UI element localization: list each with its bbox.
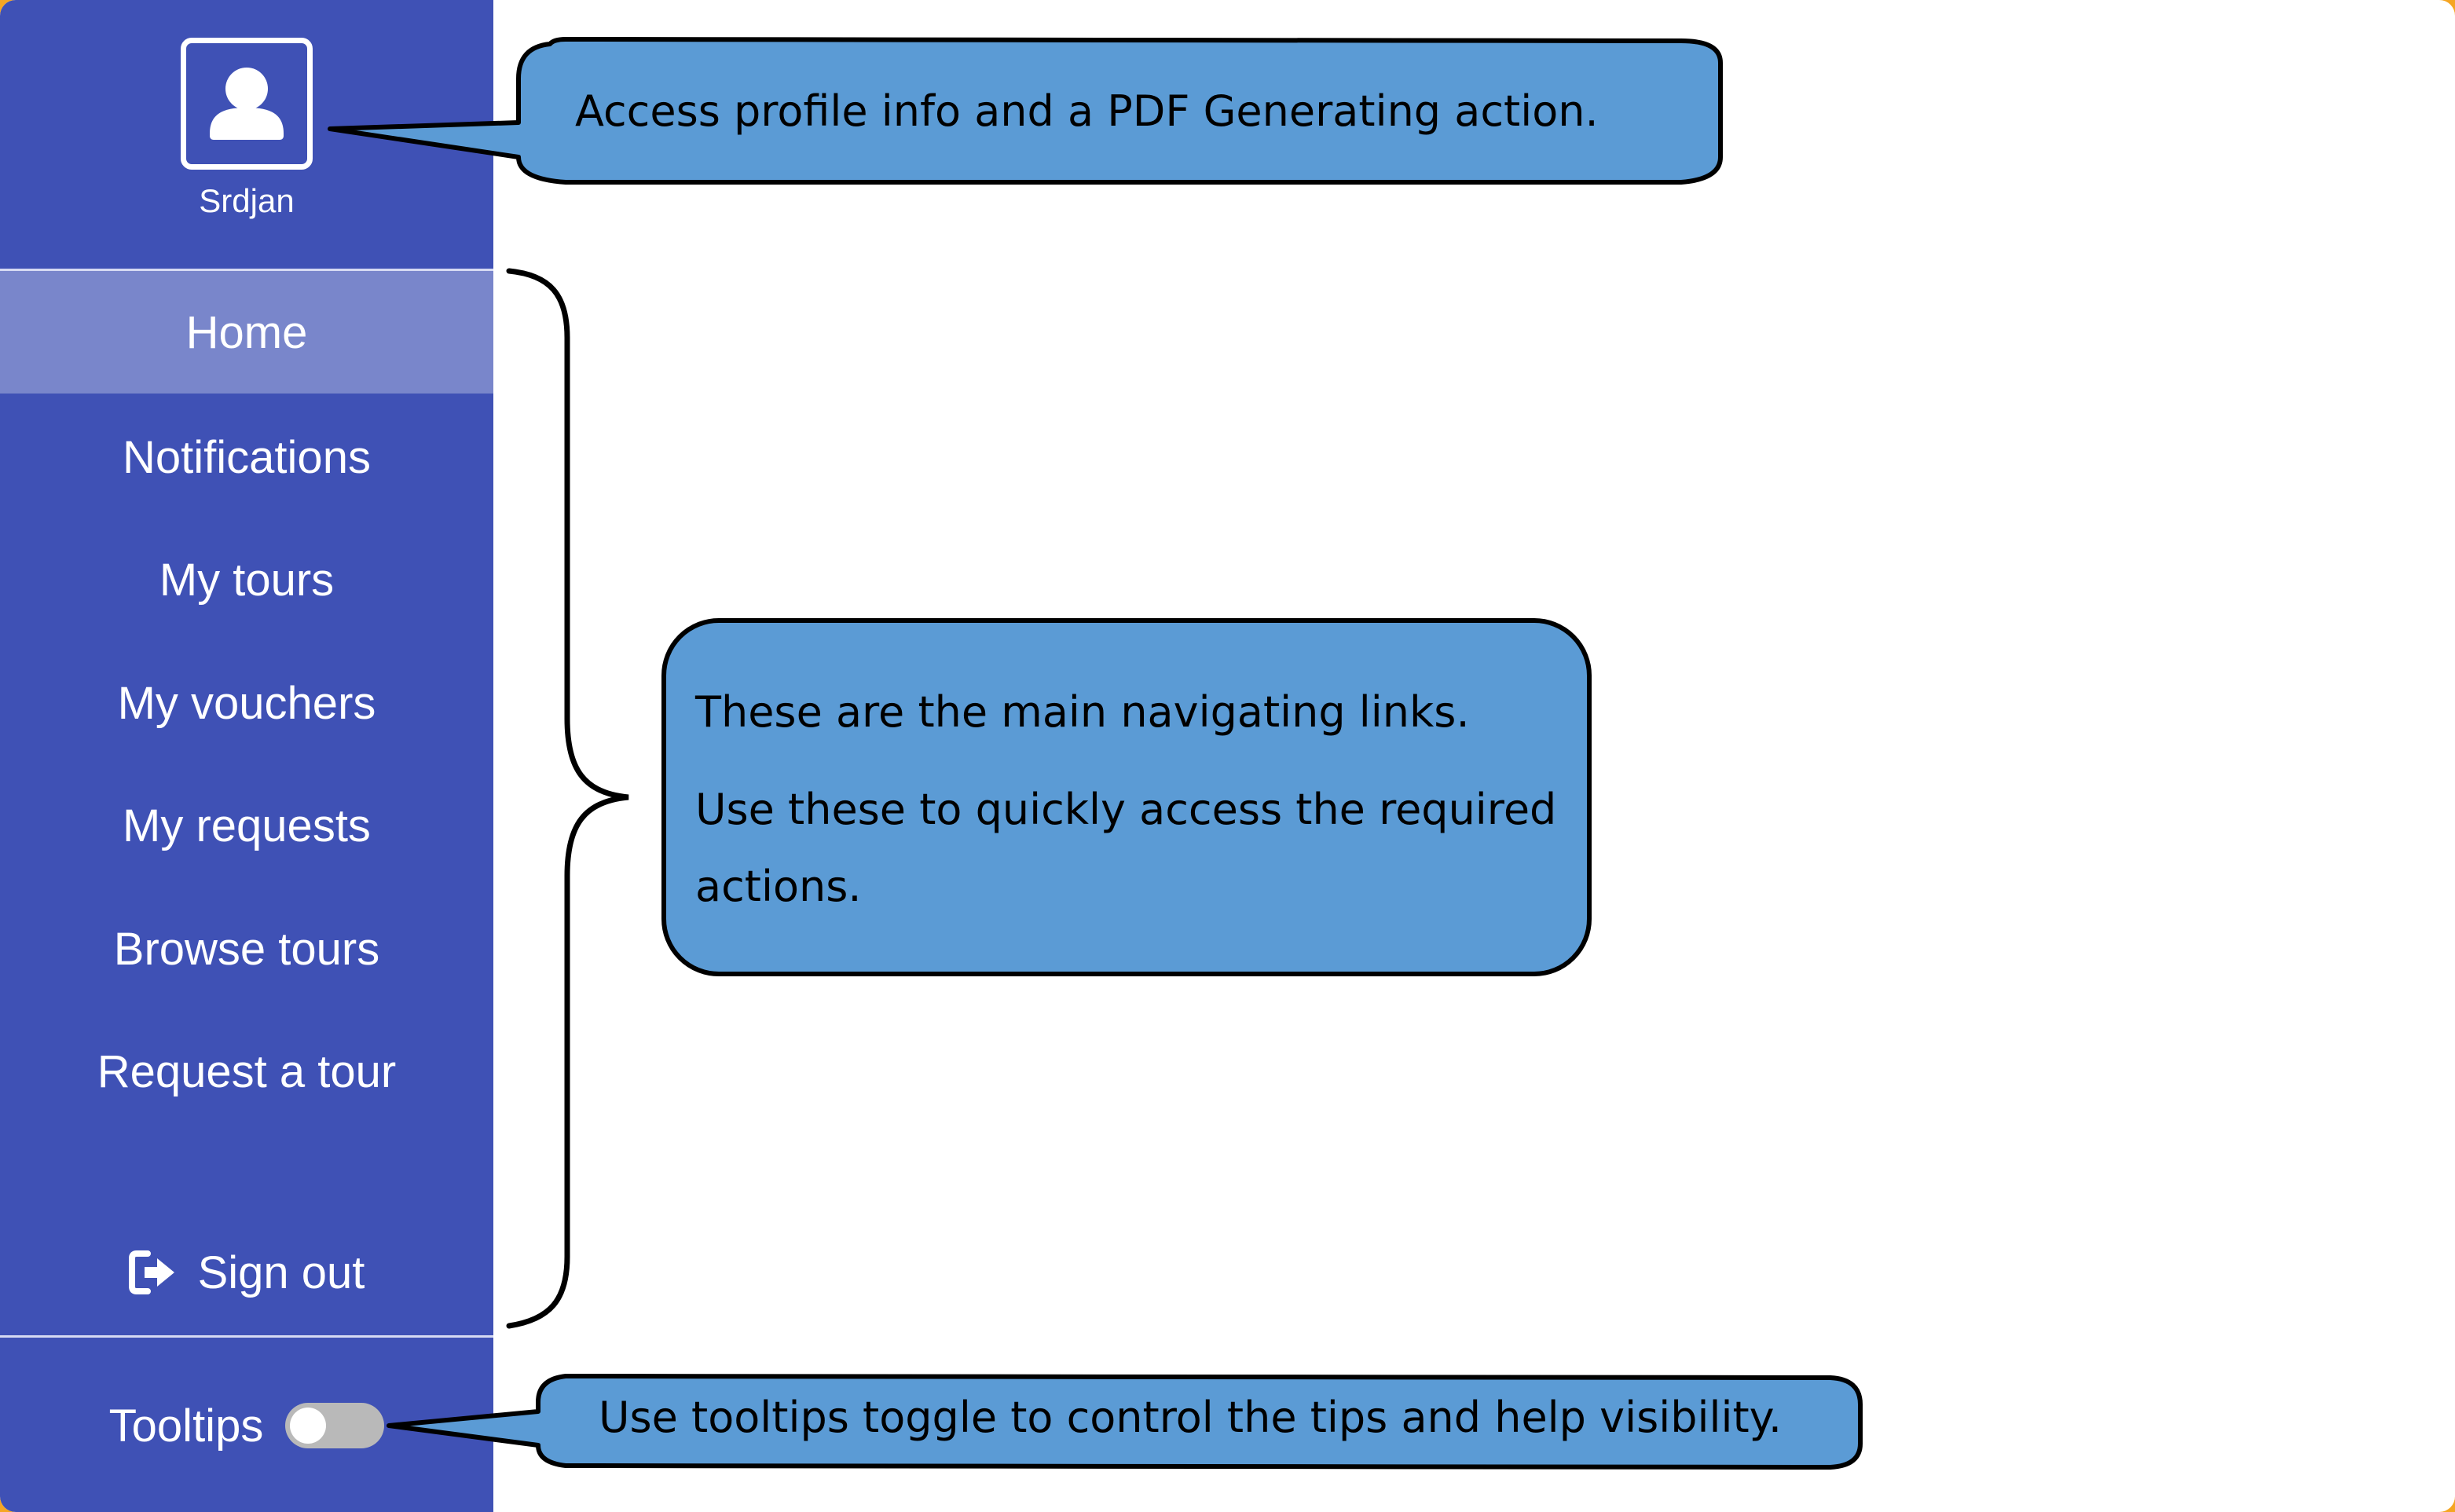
sidebar-item-my-tours[interactable]: My tours	[159, 554, 335, 606]
sidebar-item-notifications[interactable]: Notifications	[123, 431, 371, 483]
sidebar-divider-top	[0, 269, 493, 271]
profile-section[interactable]: Srdjan	[0, 0, 493, 269]
nav-callout-line1: These are the main navigating links.	[695, 687, 1470, 737]
sign-out-icon	[128, 1250, 178, 1294]
tooltips-callout-text: Use tooltips toggle to control the tips …	[599, 1393, 1783, 1442]
sidebar: Srdjan Home Notifications My tours My vo…	[0, 0, 493, 1512]
profile-callout-text: Access profile info and a PDF Generating…	[575, 86, 1599, 136]
sign-out-button[interactable]: Sign out	[0, 1214, 493, 1331]
sidebar-divider-bottom	[0, 1335, 493, 1338]
user-avatar-icon[interactable]	[181, 38, 313, 170]
nav-callout-line2: Use these to quickly access the required…	[695, 785, 1557, 911]
profile-username: Srdjan	[199, 182, 295, 219]
sidebar-item-request-a-tour[interactable]: Request a tour	[97, 1045, 397, 1097]
tooltips-row: Tooltips	[0, 1382, 493, 1469]
profile-callout-bubble	[328, 37, 1723, 185]
sidebar-item-my-vouchers[interactable]: My vouchers	[117, 677, 376, 729]
tooltips-label: Tooltips	[108, 1400, 264, 1452]
nav-callout-text: These are the main navigating links. Use…	[695, 674, 1583, 925]
nav-bracket	[506, 268, 629, 1329]
toggle-knob	[290, 1408, 327, 1444]
sidebar-item-browse-tours[interactable]: Browse tours	[113, 923, 380, 975]
sidebar-item-my-requests[interactable]: My requests	[123, 800, 371, 851]
nav-callout-box	[661, 618, 1592, 976]
sign-out-label: Sign out	[197, 1247, 365, 1298]
sidebar-item-home[interactable]: Home	[0, 271, 493, 394]
tooltips-callout-bubble	[387, 1374, 1863, 1470]
tooltips-toggle[interactable]	[285, 1403, 385, 1448]
